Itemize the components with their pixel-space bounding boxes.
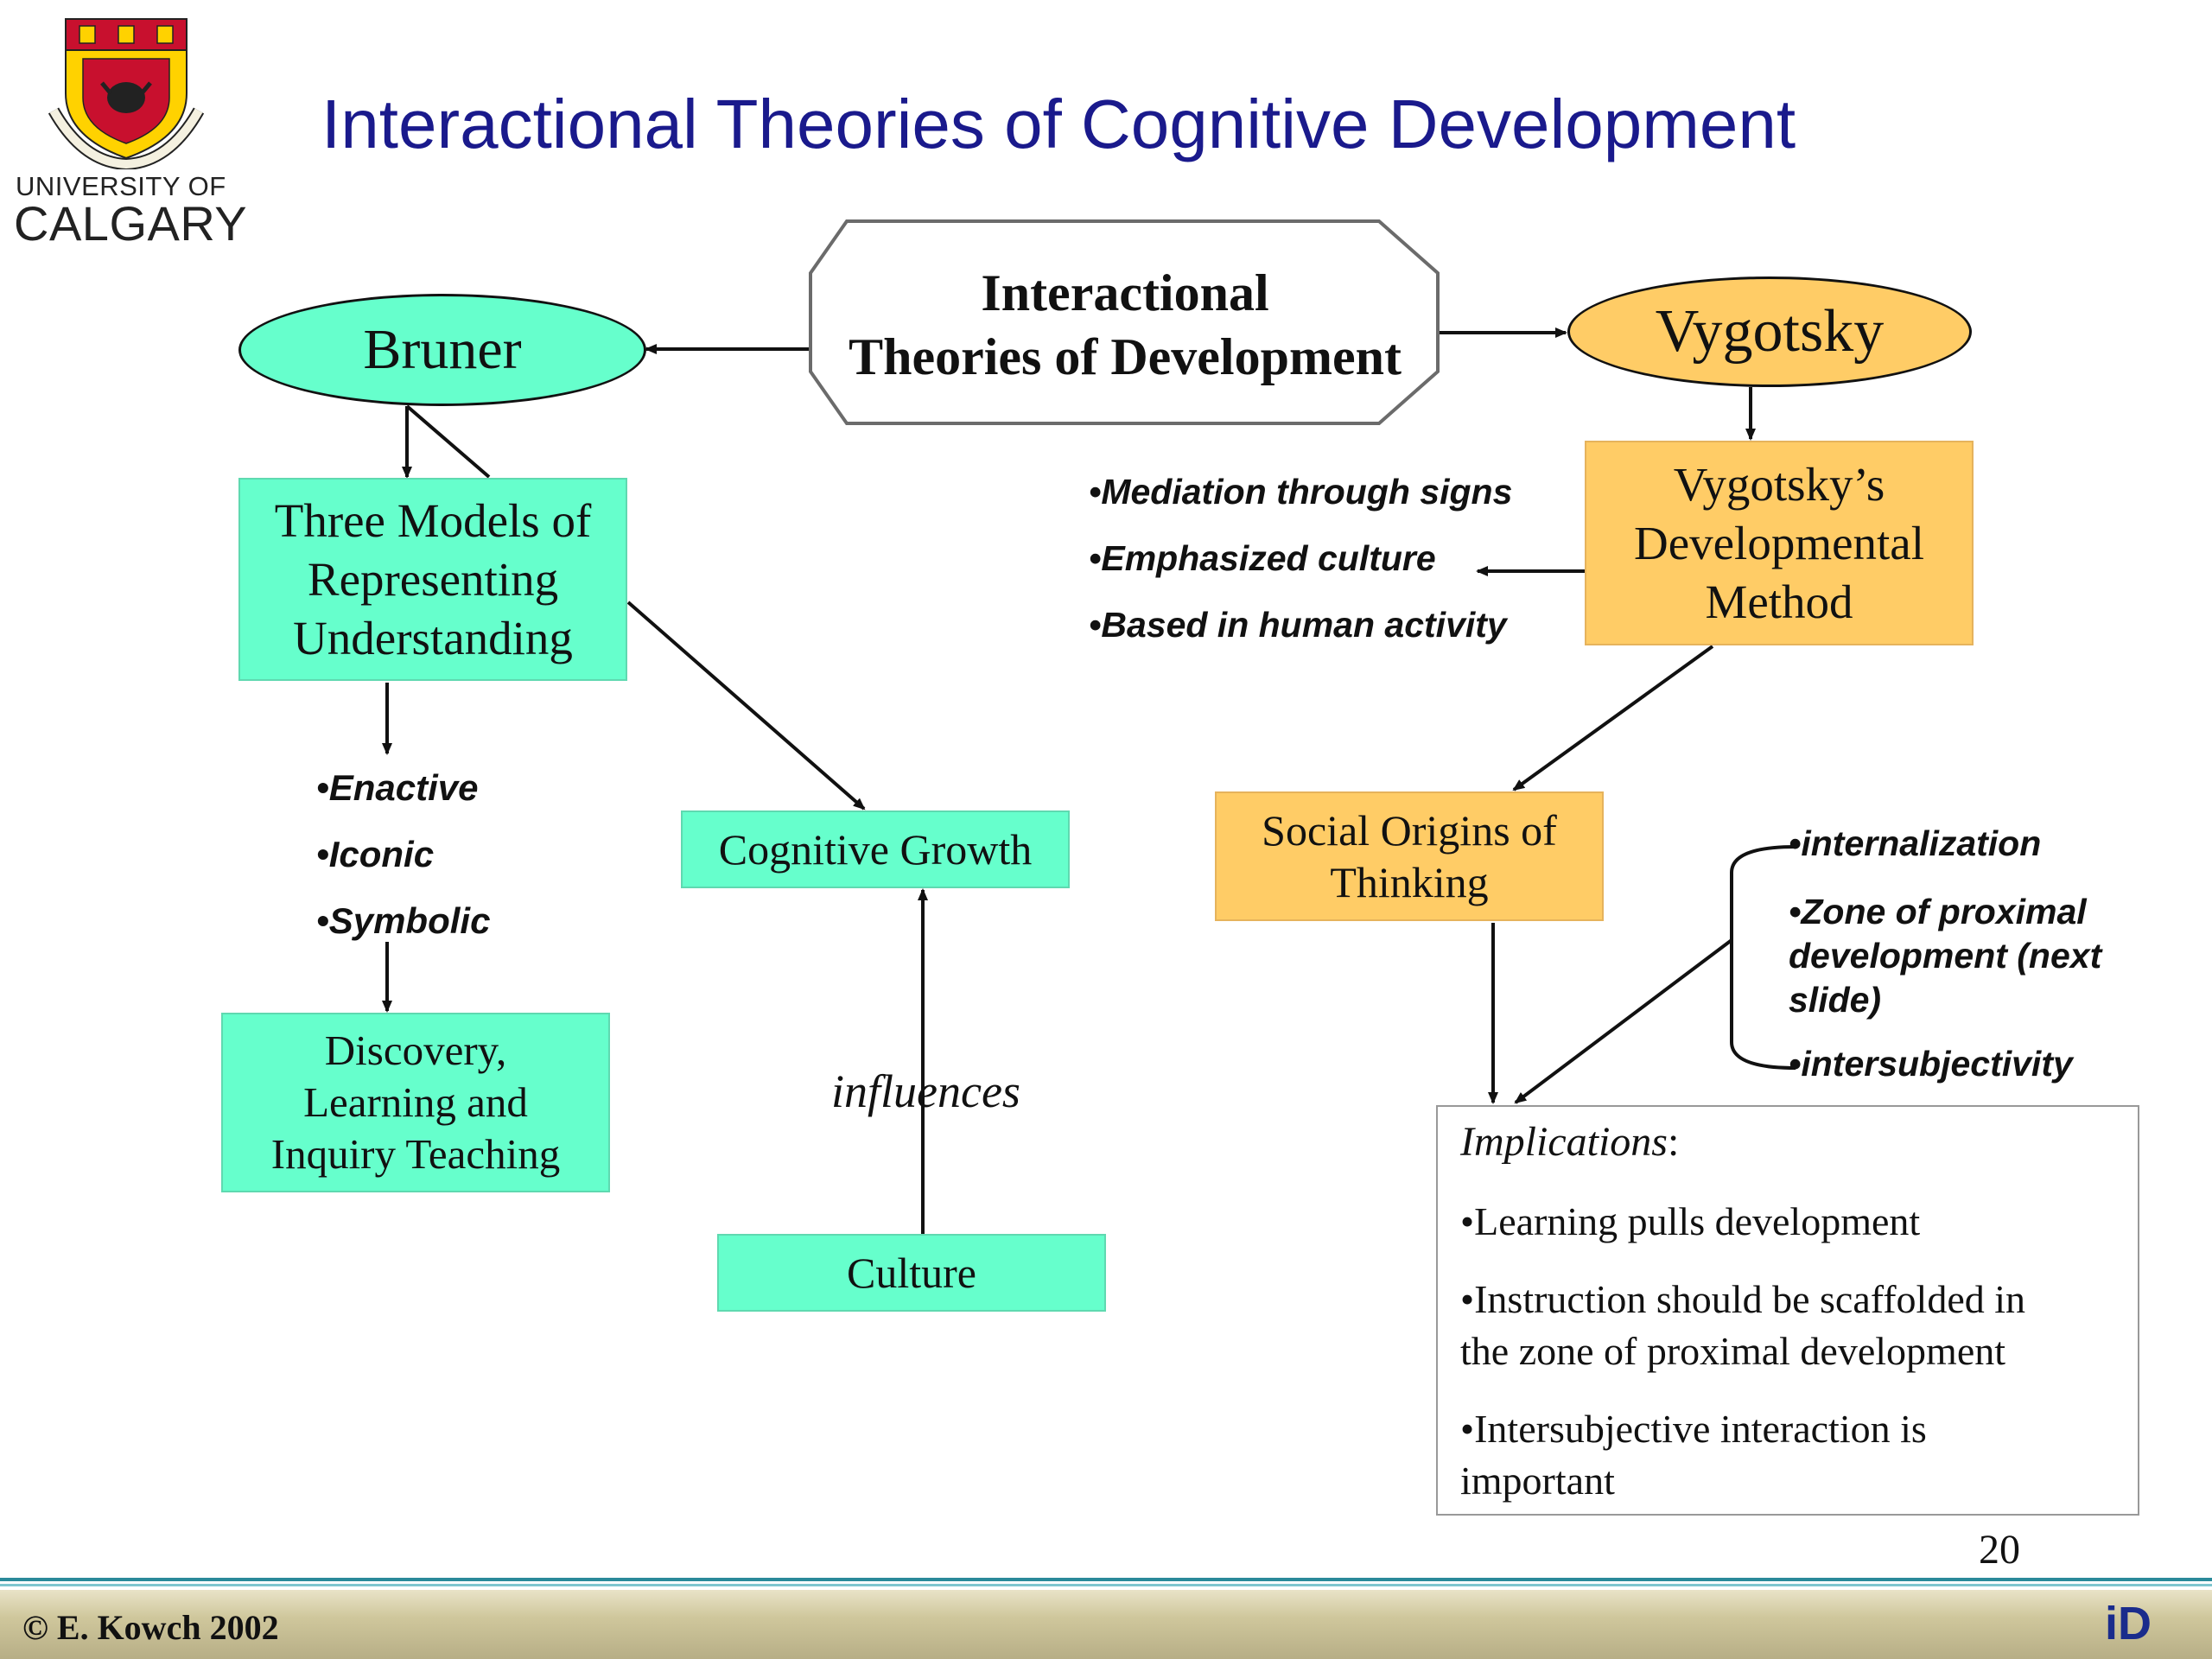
page-number: 20	[1979, 1527, 2020, 1573]
university-crest-icon	[48, 18, 204, 169]
footer-rule	[0, 1578, 2212, 1581]
implication-item-3: •Intersubjective interaction is importan…	[1460, 1407, 1927, 1503]
social-bullet-intersubjectivity: •intersubjectivity	[1789, 1044, 2073, 1084]
three-models-node: Three Models of Representing Understandi…	[238, 478, 627, 681]
method-bullet-mediation: •Mediation through signs	[1089, 472, 1513, 512]
social-origins-node: Social Origins of Thinking	[1215, 791, 1604, 921]
arrow-bracket-to-implications	[1514, 938, 1733, 1104]
implication-item-2: •Instruction should be scaffolded in the…	[1460, 1277, 2026, 1373]
implications-box	[1436, 1105, 2139, 1516]
center-node-interactional-theories: Interactional Theories of Development	[849, 264, 1402, 385]
footer-band	[0, 1590, 2212, 1659]
method-bullet-culture: •Emphasized culture	[1089, 538, 1436, 578]
bruner-bullet-iconic: •Iconic	[316, 834, 435, 874]
bruner-bullet-symbolic: •Symbolic	[316, 900, 491, 941]
method-bullet-activity: •Based in human activity	[1089, 605, 1507, 645]
influences-label: influences	[831, 1065, 1020, 1117]
implication-item-1: •Learning pulls development	[1460, 1199, 1921, 1243]
logo-calgary: CALGARY	[14, 196, 248, 251]
slide-title: Interactional Theories of Cognitive Deve…	[321, 86, 1796, 162]
implications-heading-colon: :	[1667, 1119, 1680, 1165]
cognitive-growth-node: Cognitive Growth	[681, 810, 1070, 888]
implications-heading: Implications:	[1460, 1118, 1679, 1166]
vygotsky-method-node: Vygotsky’s Developmental Method	[1585, 441, 1974, 645]
center-octagon	[809, 219, 1440, 425]
bruner-node: Bruner	[238, 294, 646, 406]
bruner-bullet-enactive: •Enactive	[316, 767, 479, 808]
arrow-method-to-social-origins	[1512, 645, 1714, 791]
logo-university-of: UNIVERSITY OF	[16, 171, 226, 201]
implications-heading-text: Implications	[1460, 1119, 1668, 1165]
discovery-node: Discovery, Learning and Inquiry Teaching	[221, 1013, 610, 1192]
bracket	[1730, 845, 1796, 1070]
social-bullet-internalization: •internalization	[1789, 823, 2042, 863]
arrow-models-to-cognitive-growth	[626, 601, 866, 810]
footer-rule-light	[0, 1584, 2212, 1586]
vygotsky-node: Vygotsky	[1567, 276, 1972, 387]
line-bruner-diagonal	[405, 404, 491, 479]
footer-copyright: © E. Kowch 2002	[22, 1608, 279, 1647]
social-bullet-zpd: •Zone of proximal development (next slid…	[1789, 892, 2102, 1020]
culture-node: Culture	[717, 1234, 1106, 1312]
footer-id-logo: iD	[2105, 1598, 2152, 1649]
